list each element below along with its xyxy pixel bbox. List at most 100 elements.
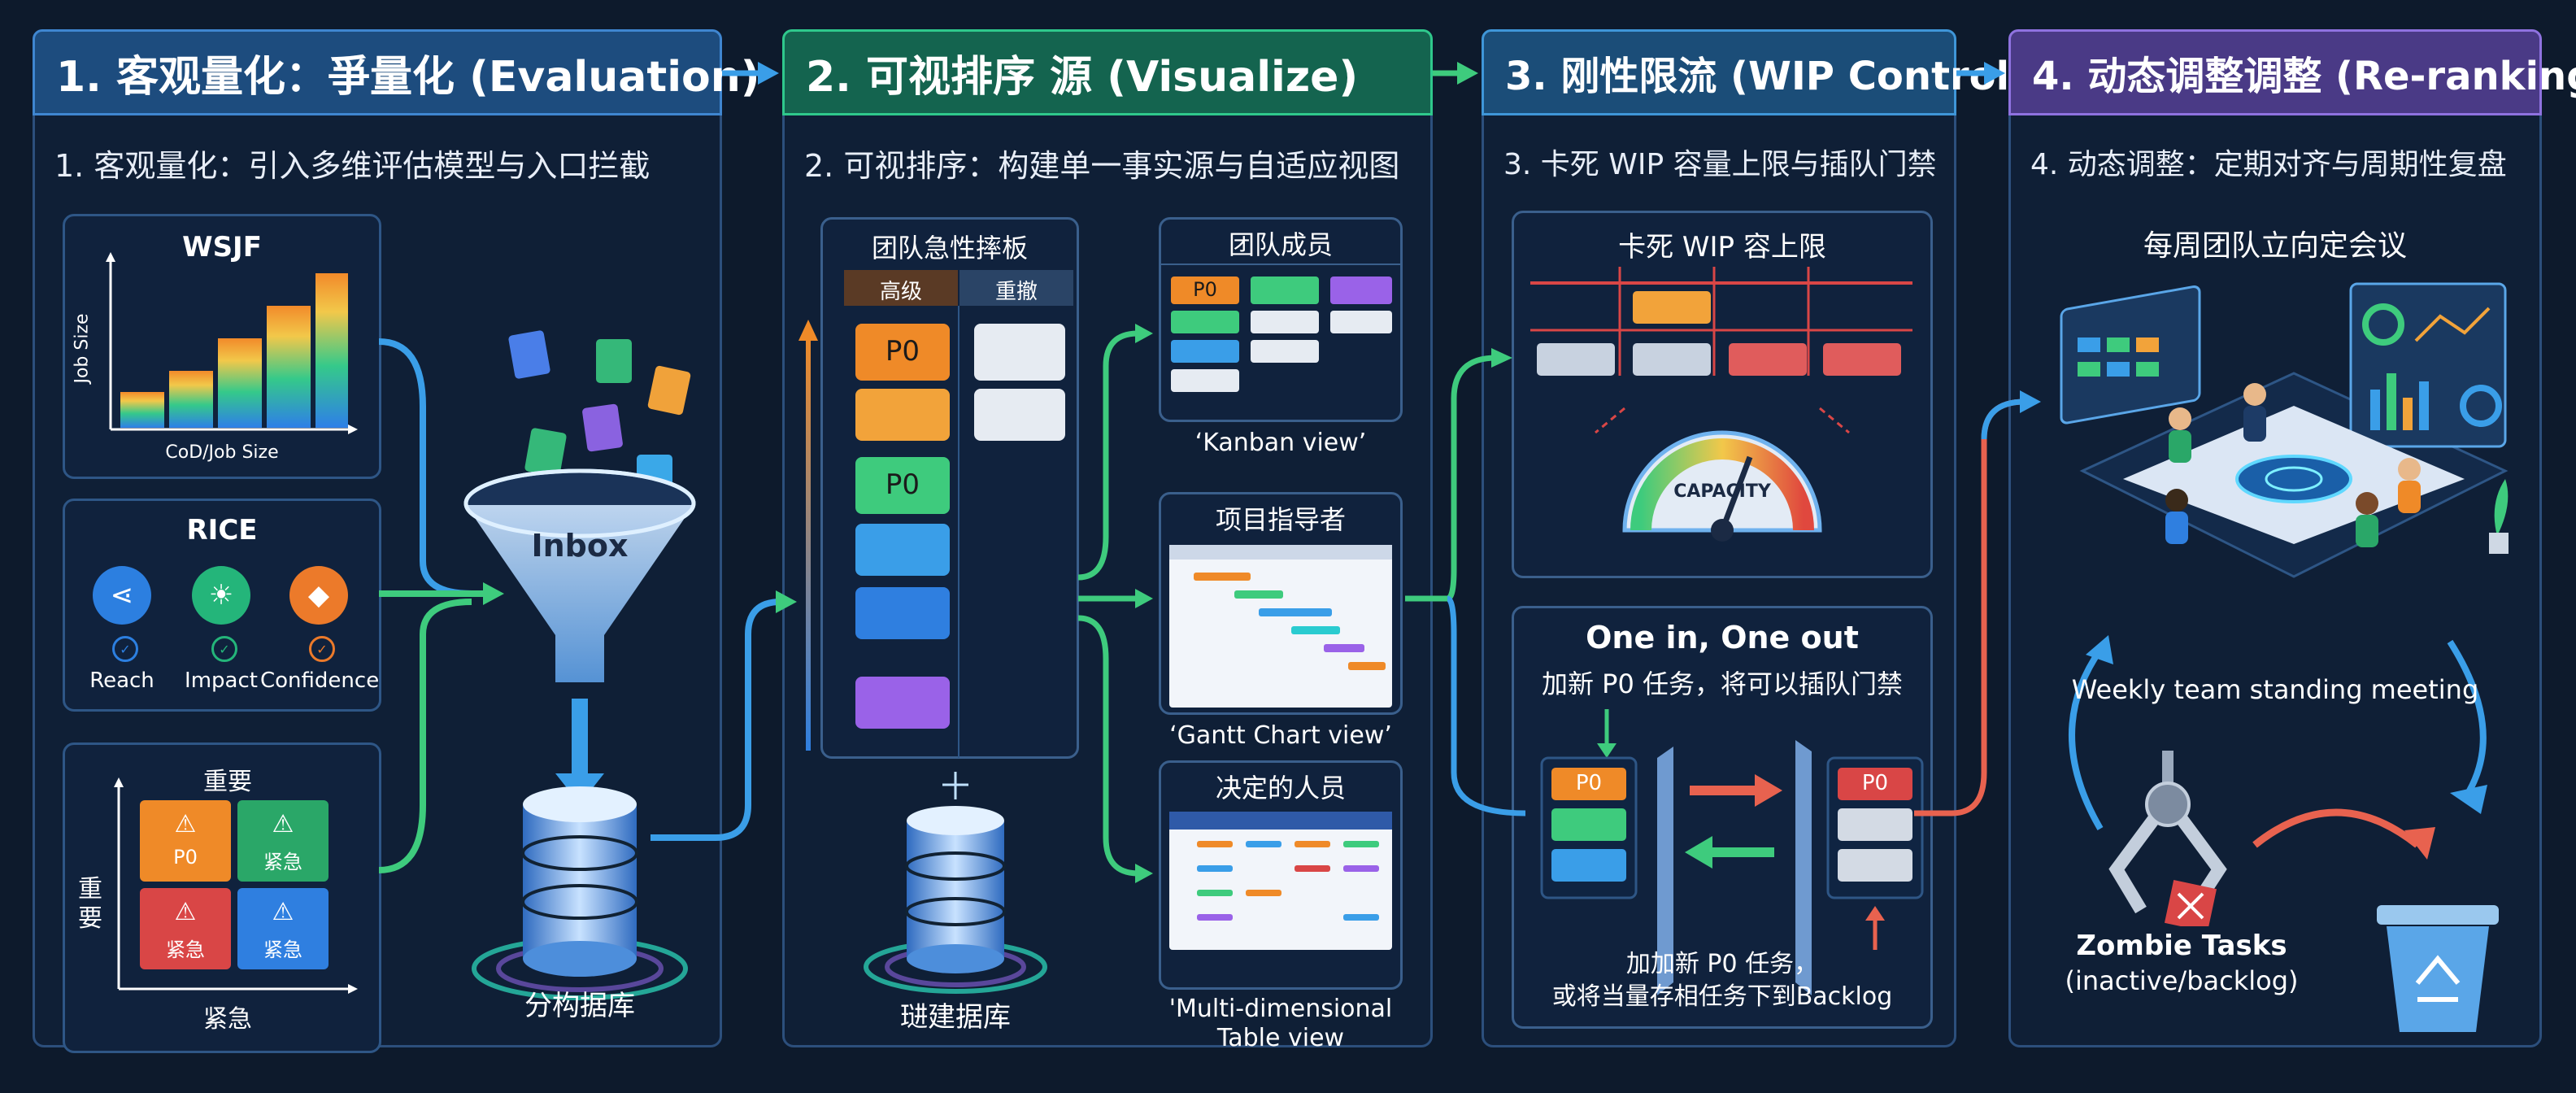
- inbox-funnel-illustration: [463, 330, 696, 1000]
- table-cell: [1343, 865, 1379, 872]
- table-cell: [1197, 914, 1233, 921]
- queue-card: [1838, 808, 1912, 841]
- gantt-bar: [1234, 590, 1283, 599]
- board-card[interactable]: [855, 389, 950, 441]
- matrix-top-label: 重要: [203, 768, 252, 796]
- board-card[interactable]: [855, 524, 950, 576]
- panel-subtitle: 2. 可视排序：构建单一事实源与自适应视图: [804, 148, 1400, 184]
- wsjf-title: WSJF: [182, 231, 262, 263]
- board-card[interactable]: [855, 587, 950, 639]
- priority-matrix-card: 重要 重要 紧急 ⚠ P0 ⚠ 紧急 ⚠ 紧急 ⚠ 紧急: [63, 742, 381, 1053]
- kanban-view-card[interactable]: 团队成员 P0: [1159, 217, 1403, 422]
- board-title: 团队急性摔板: [871, 233, 1028, 263]
- zombie-title: Zombie Tasks: [2076, 930, 2287, 962]
- tag-label: P0: [1861, 771, 1889, 795]
- table-cell: [1197, 841, 1233, 847]
- wsjf-chart: [106, 252, 358, 434]
- board-card-p0[interactable]: P0: [855, 324, 950, 381]
- view-caption: ‘Gantt Chart view’: [1169, 721, 1392, 750]
- rice-label-impact: Impact: [185, 668, 258, 693]
- gantt-grid: [1169, 545, 1392, 708]
- gantt-view-card[interactable]: 项目指导者: [1159, 492, 1403, 715]
- panel-header: 2. 可视排序 源 (Visualize): [782, 29, 1433, 115]
- board-card-p0[interactable]: P0: [855, 457, 950, 514]
- cycle-arrows: [2069, 635, 2487, 860]
- table-cell: [1246, 841, 1281, 847]
- view-title: 团队成员: [1228, 229, 1333, 260]
- panel-subtitle: 1. 客观量化：引入多维评估模型与入口拦截: [54, 148, 651, 184]
- one-in-one-out-card: One in, One out 加新 P0 任务，将可以插队门禁 P0 P0 加…: [1512, 606, 1933, 1029]
- kanban-card: [1330, 311, 1392, 333]
- meeting-caption: Weekly team standing meeting: [2071, 674, 2479, 705]
- table-header: [1169, 812, 1392, 830]
- rice-label-confidence: Confidence: [260, 668, 380, 693]
- meeting-room-illustration: [2060, 282, 2509, 578]
- wsjf-xlabel: CoD/Job Size: [165, 442, 279, 463]
- table-cell: [1197, 890, 1233, 896]
- view-caption: 'Multi-dimensional Table view: [1168, 995, 1393, 1052]
- db-label: 琎建据库: [900, 1001, 1011, 1034]
- wip-title: 卡死 WIP 容上限: [1618, 231, 1826, 263]
- warning-icon: ⚠: [174, 898, 197, 926]
- rice-label-reach: Reach: [89, 668, 154, 693]
- board-divider: [958, 306, 959, 758]
- col-header-label: 重撤: [994, 280, 1038, 304]
- gantt-bar: [1259, 608, 1332, 616]
- check-icon: ✓: [112, 636, 138, 662]
- board-card[interactable]: [974, 389, 1065, 441]
- kanban-card: [1171, 311, 1239, 333]
- col-header-label: 高级: [879, 280, 922, 304]
- table-view-card[interactable]: 决定的人员: [1159, 760, 1403, 990]
- panel-header: 3. 刚性限流 (WIP Control): [1482, 29, 2027, 115]
- oneinout-subtitle: 加新 P0 任务，将可以插队门禁: [1541, 668, 1903, 699]
- check-icon: ✓: [309, 636, 335, 662]
- panel-wip-control: 3. 刚性限流 (WIP Control) 3. 卡死 WIP 容量上限与插队门…: [1482, 29, 2027, 1047]
- wip-board-illustration: [1530, 267, 1912, 542]
- panel-header: 1. 客观量化：爭量化 (Evaluation): [33, 29, 760, 115]
- table-grid: [1169, 812, 1392, 950]
- oneinout-bottom-text: 加加新 P0 任务， 或将当量存相任务下到Backlog: [1551, 950, 1893, 1011]
- gantt-bar: [1291, 626, 1340, 634]
- queue-card: [1551, 849, 1626, 882]
- sun-icon: ☀: [192, 566, 250, 625]
- table-cell: [1246, 890, 1281, 896]
- matrix-cell-label: 紧急: [166, 938, 205, 961]
- recycle-bin-icon: [2377, 905, 2499, 1032]
- matrix-cell-p0: ⚠ P0: [140, 800, 231, 882]
- matrix-cell-urgent: ⚠ 紧急: [237, 888, 329, 969]
- view-title: 决定的人员: [1215, 773, 1346, 803]
- matrix-cell-label: 紧急: [263, 938, 302, 961]
- board-card[interactable]: [974, 324, 1065, 381]
- diamond-icon: ◆: [289, 566, 348, 625]
- table-cell: [1343, 841, 1379, 847]
- panel-subtitle: 3. 卡死 WIP 容量上限与插队门禁: [1503, 148, 1937, 181]
- gantt-bar: [1348, 662, 1386, 670]
- gauge-label: CAPACITY: [1673, 481, 1771, 502]
- gantt-bar: [1194, 573, 1251, 581]
- panel-visualize: 2. 可视排序 源 (Visualize) 2. 可视排序：构建单一事实源与自适…: [782, 29, 1433, 1052]
- rice-card: RICE ⋖ ☀ ◆ ✓ ✓ ✓ Reach Impact Confidence: [63, 499, 381, 712]
- inbox-label: Inbox: [531, 528, 629, 564]
- view-caption: ‘Kanban view’: [1194, 429, 1367, 457]
- oneinout-title: One in, One out: [1586, 620, 1859, 655]
- view-title: 项目指导者: [1215, 504, 1346, 535]
- board-col-header-other: 重撤: [959, 270, 1073, 306]
- matrix-cell-label: P0: [173, 846, 198, 869]
- panel-subtitle: 4. 动态调整：定期对齐与周期性复盘: [2030, 148, 2507, 181]
- board-card[interactable]: [855, 677, 950, 729]
- matrix-cell-urgent: ⚠ 紧急: [237, 800, 329, 882]
- incoming-p0-tag: P0: [1551, 768, 1626, 800]
- gantt-bar: [1324, 644, 1364, 652]
- outgoing-p0-tag: P0: [1838, 768, 1912, 800]
- db-label: 分构据库: [524, 990, 635, 1022]
- panel-header: 4. 动态调整调整 (Re-ranking): [2008, 29, 2576, 115]
- priority-arrow: [798, 320, 818, 751]
- database-illustration: [864, 772, 1047, 994]
- queue-card: [1551, 808, 1626, 841]
- zombie-subtitle: (inactive/backlog): [2065, 965, 2299, 996]
- table-cell: [1295, 865, 1330, 872]
- gantt-header: [1169, 545, 1392, 560]
- tag-label: P0: [1575, 771, 1603, 795]
- warning-icon: ⚠: [272, 810, 294, 838]
